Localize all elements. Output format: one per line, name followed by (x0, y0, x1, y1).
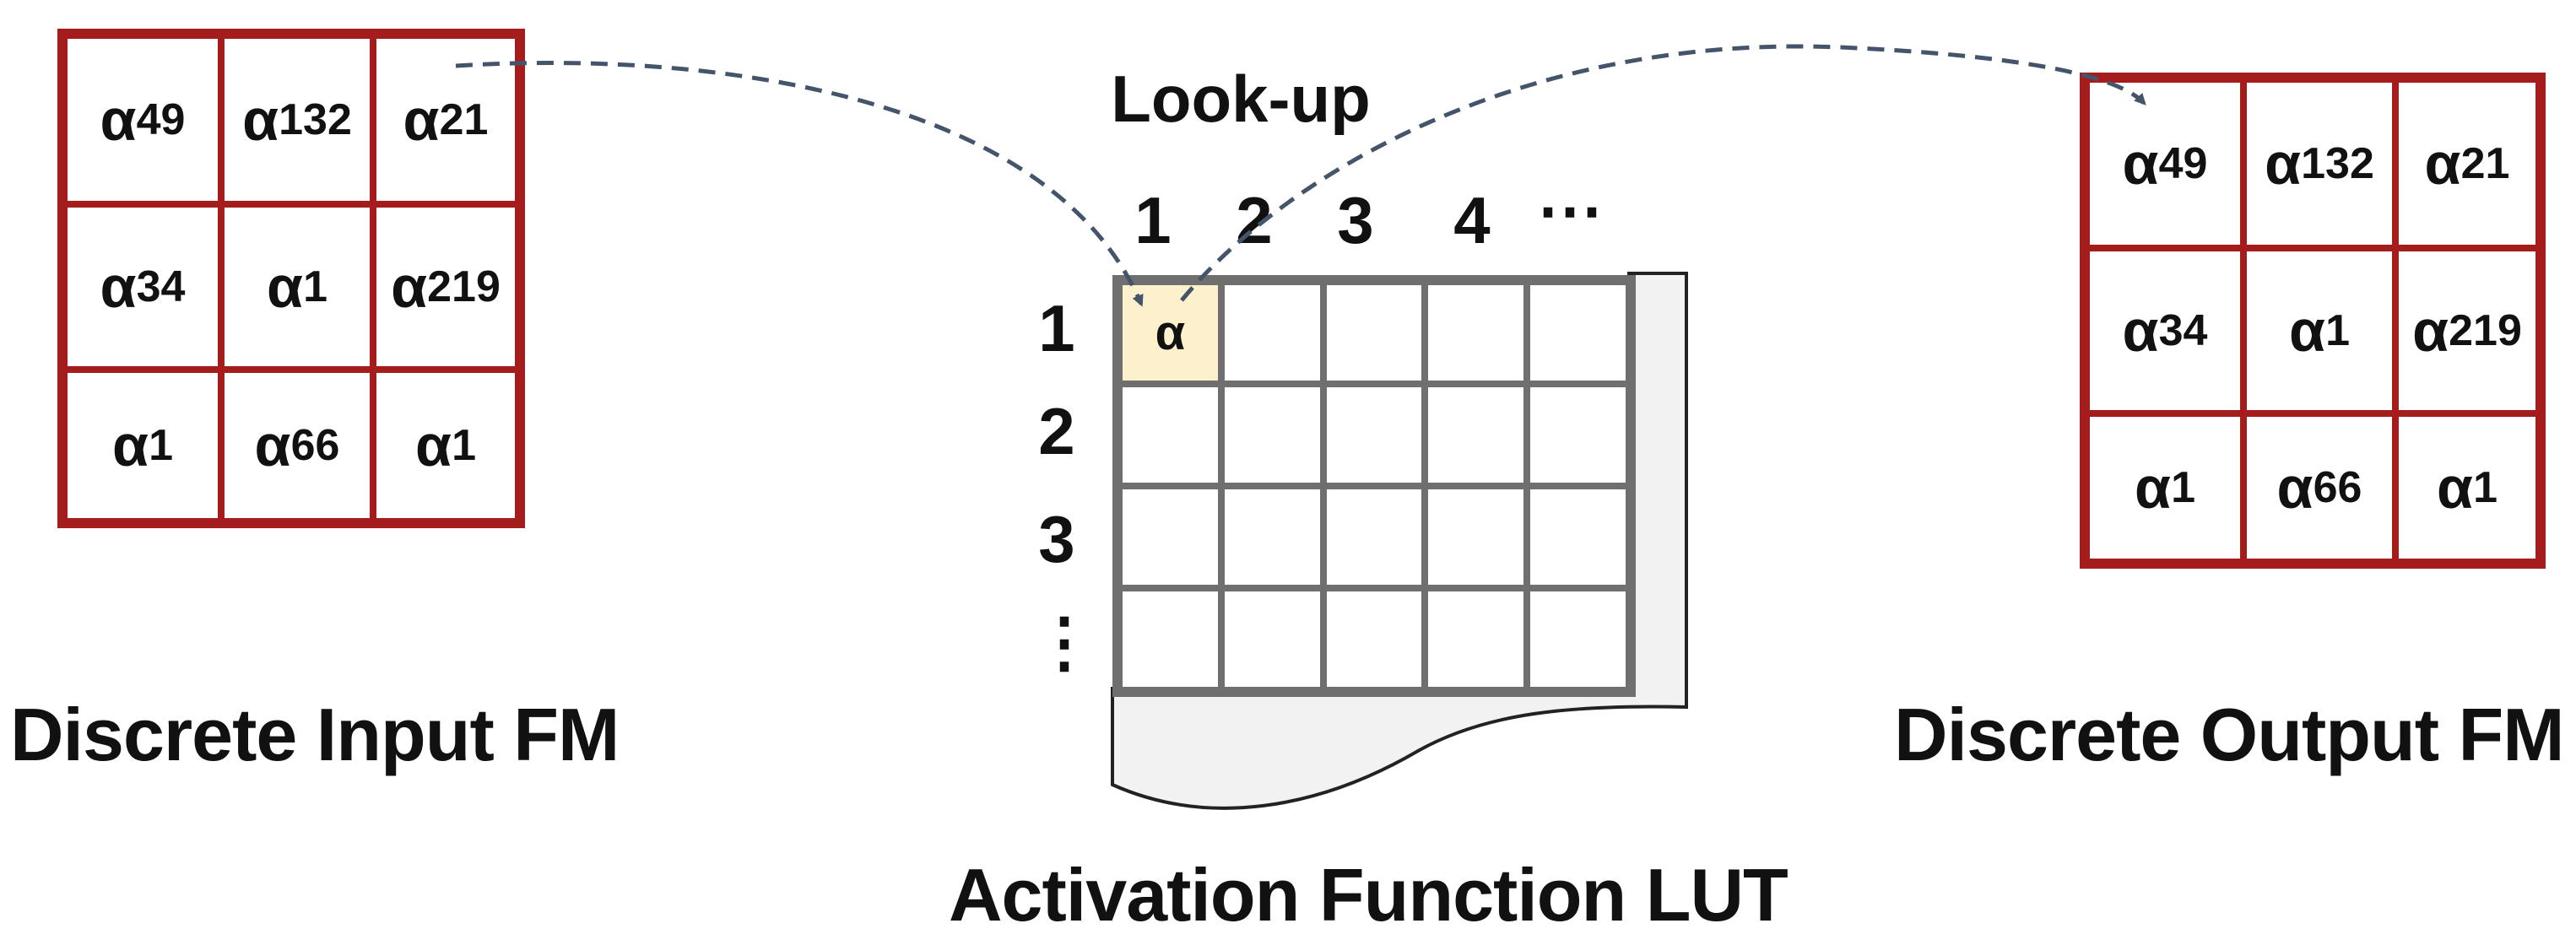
lut-cell (1119, 588, 1221, 690)
lut-cell (1527, 486, 1629, 588)
lut-row-label-3: 3 (1038, 502, 1075, 576)
lut-cell (1425, 588, 1528, 690)
lut-cell (1220, 384, 1323, 486)
alpha-symbol: α (267, 254, 304, 320)
input-to-lut-arrow (455, 61, 1144, 307)
alpha-symbol: α (2289, 298, 2326, 364)
alpha-symbol: α (112, 413, 149, 478)
lut-col-label-1: 1 (1134, 183, 1172, 257)
lut-caption: Activation Function LUT (949, 853, 1789, 937)
lut-table: α (1112, 275, 1636, 697)
alpha-symbol: α (2424, 131, 2461, 197)
lut-cell (1527, 588, 1629, 690)
alpha-symbol: α (2437, 455, 2474, 521)
alpha-symbol: α (2122, 298, 2159, 364)
lut-cell (1119, 384, 1221, 486)
lut-cell (1119, 486, 1221, 588)
lut-to-output-arrow (1180, 44, 2146, 302)
lut-col-label-4: 4 (1453, 183, 1491, 257)
input-fm-caption: Discrete Input FM (10, 693, 620, 776)
alpha-symbol: α (403, 87, 440, 153)
lut-cell (1425, 282, 1528, 384)
lut-cell (1323, 486, 1426, 588)
alpha-symbol: α (2265, 131, 2302, 197)
lut-cell (1220, 282, 1323, 384)
lut-cell (1220, 486, 1323, 588)
output-fm-caption: Discrete Output FM (1894, 693, 2565, 776)
lookup-title: Look-up (1111, 62, 1371, 136)
lut-cell (1323, 282, 1426, 384)
lut-cell (1425, 486, 1528, 588)
lut-cell (1527, 282, 1629, 384)
lut-cell (1323, 588, 1426, 690)
alpha-symbol: α (2135, 455, 2172, 521)
lut-row-label-1: 1 (1038, 291, 1075, 365)
lut-col-label-3: 3 (1337, 183, 1374, 257)
lut-cell (1220, 588, 1323, 690)
lut-cell (1323, 384, 1426, 486)
lut-col-label-ellipsis: ⋯ (1537, 173, 1603, 247)
alpha-symbol: α (242, 87, 279, 153)
alpha-symbol: α (415, 413, 452, 478)
alpha-symbol: α (391, 254, 428, 320)
alpha-symbol: α (2122, 131, 2159, 197)
alpha-symbol: α (2412, 298, 2449, 364)
alpha-symbol: α (254, 413, 291, 478)
lut-cell (1425, 384, 1528, 486)
alpha-symbol: α (100, 254, 137, 320)
alpha-symbol: α (100, 87, 137, 153)
lut-row-label-2: 2 (1038, 394, 1075, 468)
alpha-symbol: α (2276, 455, 2314, 521)
lut-cell (1527, 384, 1629, 486)
